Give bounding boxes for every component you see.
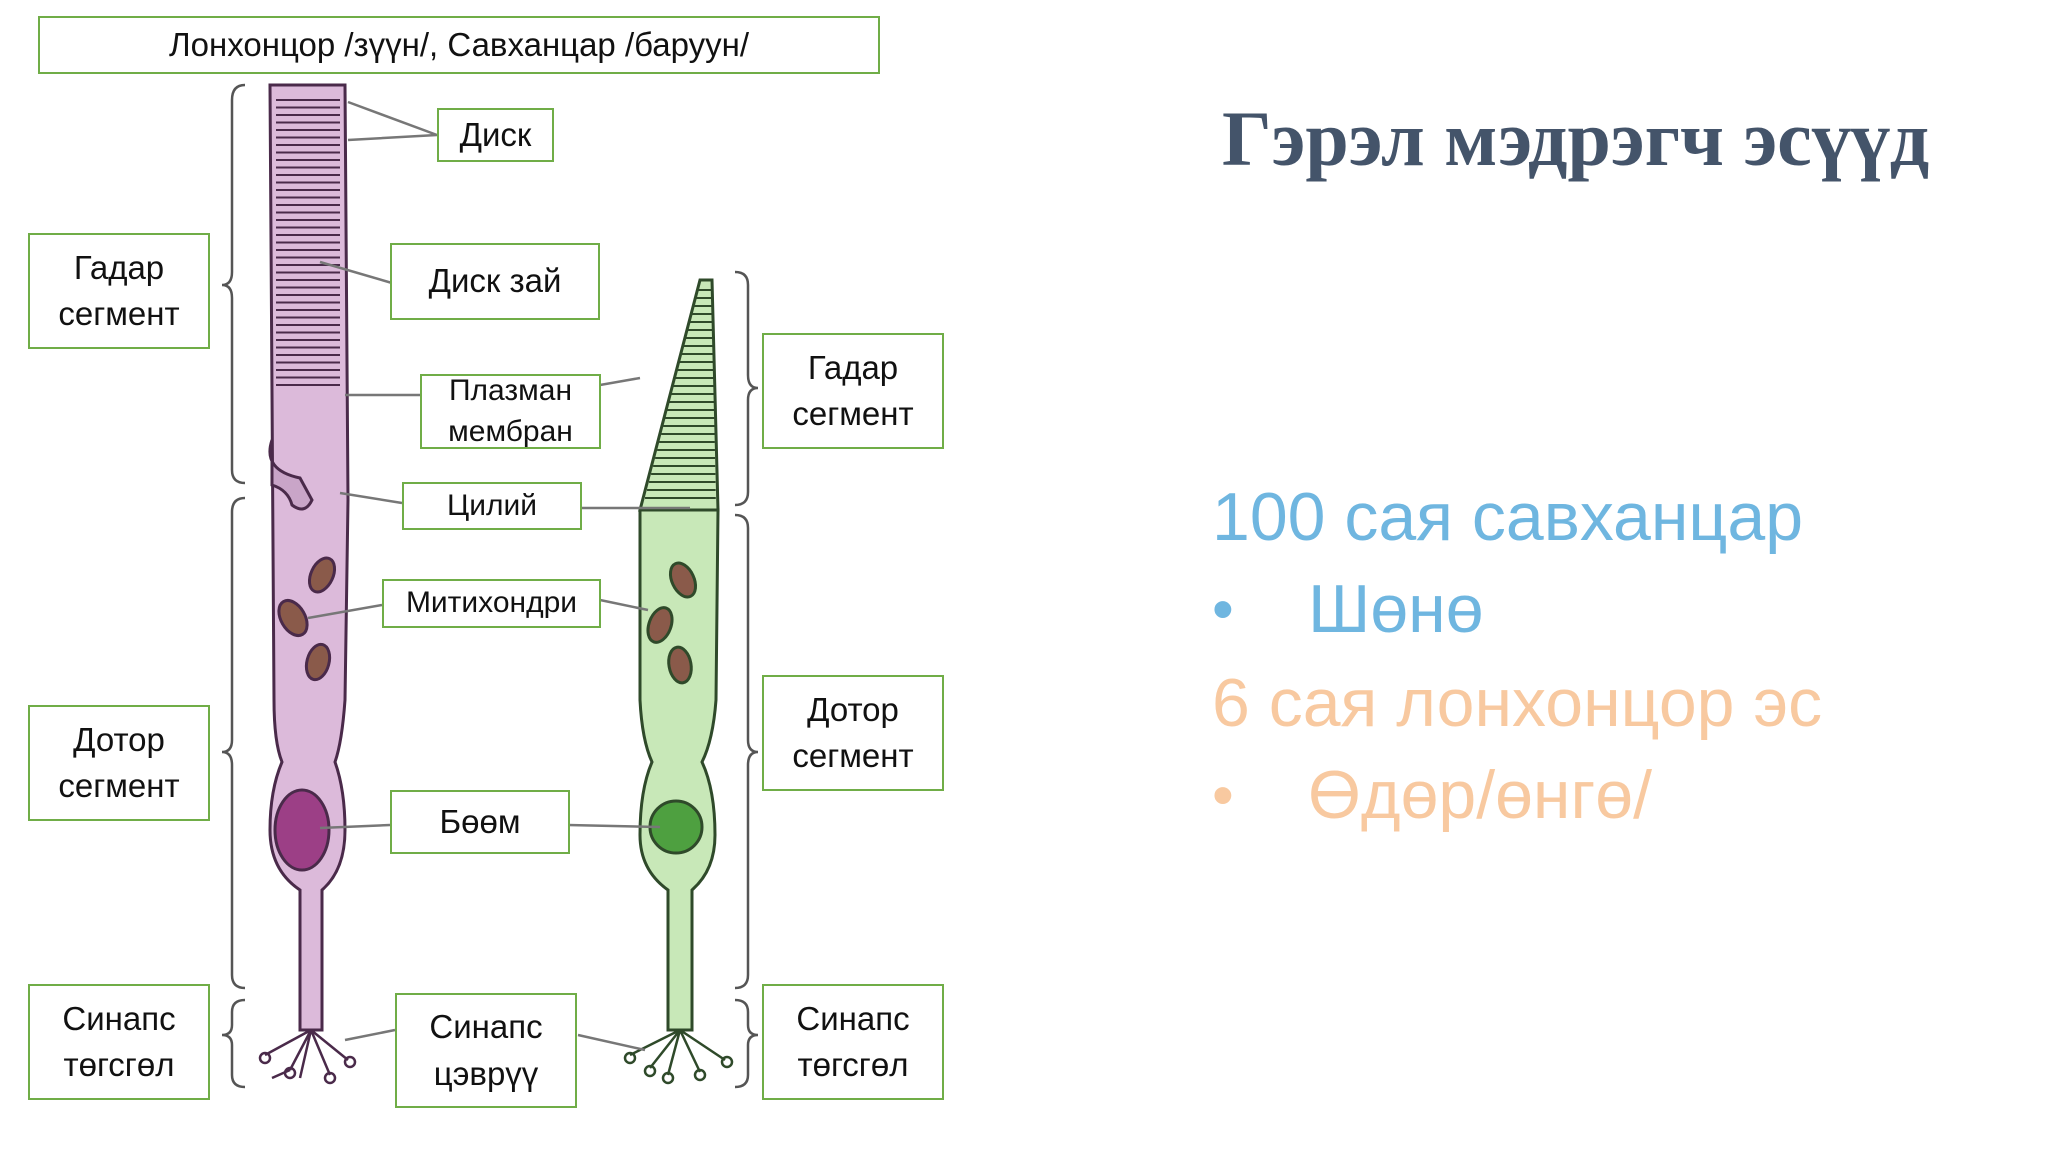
right-photoreceptor-cell xyxy=(623,278,734,1085)
right-disk-folds xyxy=(645,289,716,499)
left-synaptic-terminal xyxy=(258,1028,357,1085)
label-left-inner-segment: Дотор сегмент xyxy=(28,705,210,821)
left-mitochondrion xyxy=(304,642,332,682)
segment-brackets xyxy=(221,83,759,1089)
cones-heading: 6 сая лонхонцор эс xyxy=(1212,665,1823,741)
label-plasma-membrane: Плазман мембран xyxy=(420,374,601,449)
left-nucleus xyxy=(273,788,331,872)
right-mitochondrion xyxy=(667,645,693,685)
left-photoreceptor-cell xyxy=(258,83,357,1085)
left-mitochondrion xyxy=(307,556,337,594)
right-synaptic-terminal xyxy=(623,1028,734,1085)
label-nucleus: Бөөм xyxy=(390,790,570,854)
right-mitochondrion xyxy=(646,606,674,644)
rods-bullet-night: Шөнө xyxy=(1308,571,1484,647)
rods-heading: 100 сая савханцар xyxy=(1212,479,1804,555)
left-disk-stack xyxy=(276,99,340,386)
label-cilium: Цилий xyxy=(402,482,582,530)
label-right-synaptic-terminal: Синапс төгсгөл xyxy=(762,984,944,1100)
label-disk-gap: Диск зай xyxy=(390,243,600,320)
label-synaptic-vesicles: Синапс цэврүү xyxy=(395,993,577,1108)
label-right-inner-segment: Дотор сегмент xyxy=(762,675,944,791)
slide-title: Гэрэл мэдрэгч эсүүд xyxy=(1222,95,1930,182)
label-left-outer-segment: Гадар сегмент xyxy=(28,233,210,349)
diagram-title: Лонхонцор /зүүн/, Савханцар /баруун/ xyxy=(38,16,880,74)
left-cilium xyxy=(268,439,314,511)
left-mitochondrion xyxy=(277,598,309,638)
rods-bullet-glyph: • xyxy=(1212,575,1234,644)
label-mitochondria: Митихондри xyxy=(382,579,601,628)
cones-bullet-glyph: • xyxy=(1212,761,1234,830)
label-right-outer-segment: Гадар сегмент xyxy=(762,333,944,449)
cones-bullet-day-color: Өдөр/өнгө/ xyxy=(1308,757,1652,833)
photoreceptor-diagram xyxy=(221,83,759,1089)
leader-lines xyxy=(307,100,690,1052)
label-left-synaptic-terminal: Синапс төгсгөл xyxy=(28,984,210,1100)
right-mitochondrion xyxy=(668,561,698,599)
label-disk: Диск xyxy=(437,108,554,162)
